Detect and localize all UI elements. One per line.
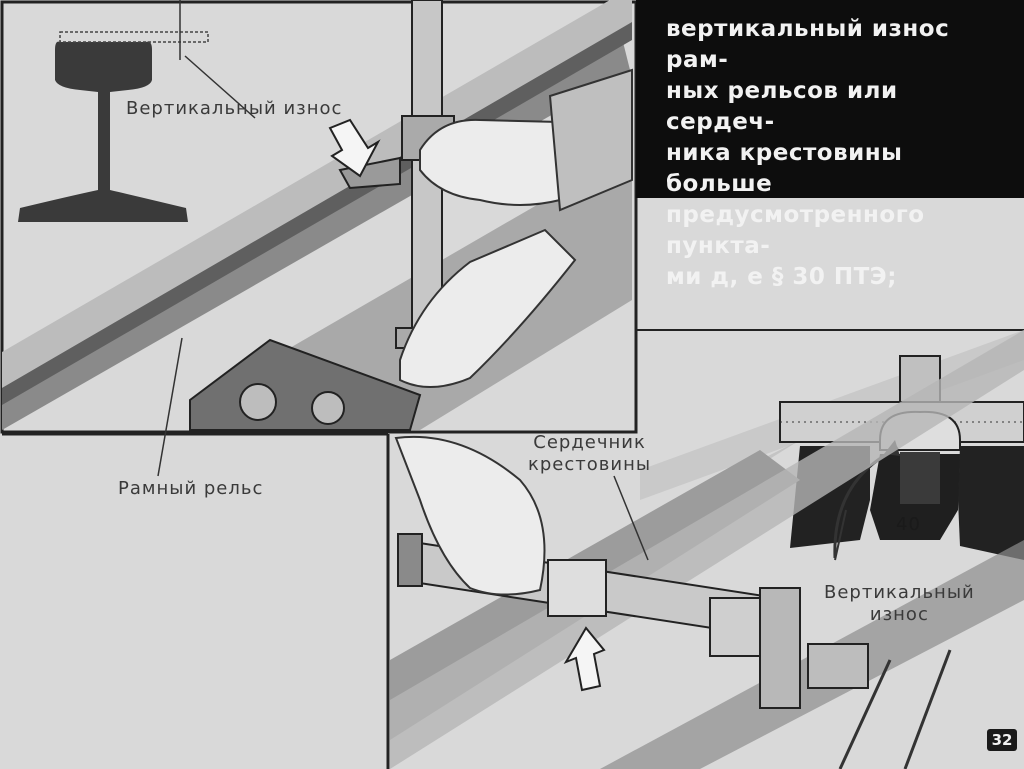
label-frog-core: Сердечник крестовины [528,432,652,475]
label-vertical-wear-top: Вертикальный износ [126,98,343,119]
page-number: 32 [987,729,1017,751]
arrow-up-icon [563,626,606,692]
caption-box: вертикальный износ рам- ных рельсов или … [636,0,1024,290]
label-vertical-wear-right: Вертикальный износ [824,582,975,625]
arrow-down-icon [328,118,381,178]
dimension-label: 40 [896,514,921,535]
caption-text: вертикальный износ рам- ных рельсов или … [666,16,950,290]
rail-cross-section-icon [18,0,256,222]
frame-rail-long [2,0,632,430]
label-frame-rail: Рамный рельс [118,478,264,499]
frame-rail-leader [157,337,183,477]
hand-icon [399,68,633,389]
frog-core-leader [613,475,649,561]
rail-fastening-plate [189,338,422,431]
hand-holding-tool-icon [394,435,546,596]
